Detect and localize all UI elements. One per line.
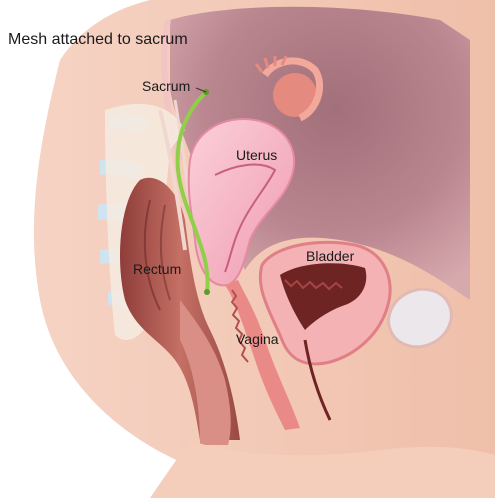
label-rectum: Rectum (133, 261, 181, 277)
diagram-caption: Mesh attached to sacrum (8, 31, 188, 49)
label-bladder: Bladder (306, 248, 354, 264)
label-vagina: Vagina (236, 331, 279, 347)
mesh-anchor-bottom (204, 289, 210, 295)
label-sacrum: Sacrum (142, 78, 190, 94)
label-uterus: Uterus (236, 147, 277, 163)
